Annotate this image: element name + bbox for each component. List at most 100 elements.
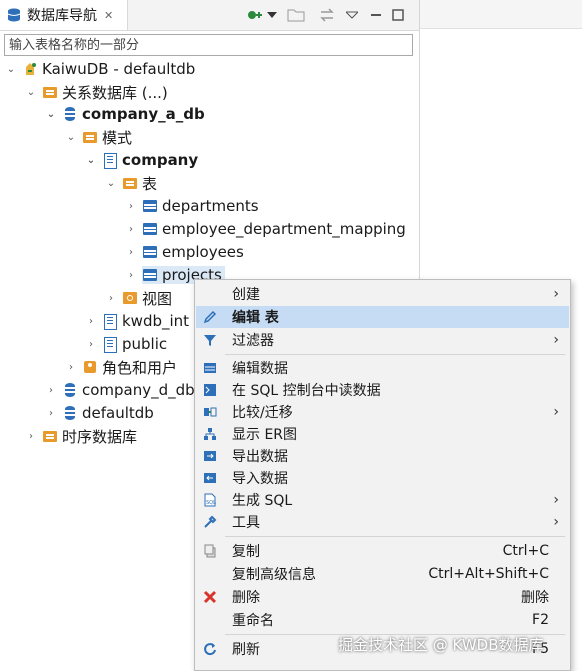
tree-node-defaultdb[interactable]: › defaultdb bbox=[44, 402, 154, 424]
chevron-down-icon[interactable] bbox=[266, 6, 278, 24]
editor-area bbox=[420, 0, 582, 29]
expand-icon[interactable]: › bbox=[89, 315, 93, 327]
compare-icon bbox=[202, 404, 218, 420]
menu-item-label: 在 SQL 控制台中读数据 bbox=[232, 383, 381, 399]
tree-node-table-employees[interactable]: › employees bbox=[124, 241, 244, 263]
tree-node-kwdb-int[interactable]: › kwdb_int bbox=[84, 310, 189, 332]
expand-icon[interactable]: › bbox=[49, 407, 53, 419]
tree-node-schemas[interactable]: ⌄ 模式 bbox=[64, 126, 132, 148]
search-input[interactable] bbox=[4, 34, 413, 56]
tree-node-label: 角色和用户 bbox=[102, 358, 178, 377]
expand-icon[interactable]: › bbox=[129, 269, 133, 281]
link-editor-icon[interactable] bbox=[318, 6, 336, 24]
menu-item-label: 编辑 表 bbox=[232, 310, 279, 326]
expand-icon[interactable]: › bbox=[29, 430, 33, 442]
table-icon bbox=[142, 267, 158, 283]
menu-item-label: 复制高级信息 bbox=[232, 567, 316, 583]
tree-node-table-departments[interactable]: › departments bbox=[124, 195, 259, 217]
menu-item-edit-table[interactable]: 编辑 表 bbox=[196, 306, 569, 328]
menu-item-export-data[interactable]: 导出数据 bbox=[196, 445, 569, 467]
tree-node-table-employee-department-mapping[interactable]: › employee_department_mapping bbox=[124, 218, 406, 240]
delete-icon bbox=[202, 589, 218, 605]
tree-node-tables[interactable]: ⌄ 表 bbox=[104, 172, 157, 194]
menu-item-label: 导出数据 bbox=[232, 449, 288, 465]
export-icon bbox=[202, 448, 218, 464]
menu-item-label: 编辑数据 bbox=[232, 361, 288, 377]
expand-icon[interactable]: ⌄ bbox=[86, 154, 96, 166]
database-icon bbox=[62, 106, 78, 122]
menu-item-show-er-diagram[interactable]: 显示 ER图 bbox=[196, 423, 569, 445]
close-icon[interactable]: ✕ bbox=[104, 8, 114, 22]
database-icon bbox=[62, 382, 78, 398]
tab-database-navigator[interactable]: 数据库导航 ✕ bbox=[0, 0, 128, 30]
tree-node-label: company_a_db bbox=[82, 105, 205, 123]
folder-icon bbox=[42, 428, 58, 444]
menu-item-compare-migrate[interactable]: 比较/迁移 › bbox=[196, 401, 569, 423]
menu-item-create[interactable]: 创建 › bbox=[196, 283, 569, 305]
menu-item-label: 删除 bbox=[232, 590, 260, 606]
tree-node-connection[interactable]: ⌄ KaiwuDB - defaultdb bbox=[4, 58, 196, 80]
new-folder-icon[interactable] bbox=[286, 6, 306, 24]
submenu-arrow-icon: › bbox=[553, 332, 559, 348]
submenu-arrow-icon: › bbox=[553, 514, 559, 530]
submenu-arrow-icon: › bbox=[553, 492, 559, 508]
tree-node-views[interactable]: › 视图 bbox=[104, 287, 172, 309]
menu-item-read-in-sql-console[interactable]: 在 SQL 控制台中读数据 bbox=[196, 379, 569, 401]
expand-icon[interactable]: ⌄ bbox=[66, 131, 76, 143]
expand-icon[interactable]: › bbox=[129, 223, 133, 235]
new-connection-icon[interactable] bbox=[245, 6, 263, 24]
menu-item-label: 创建 bbox=[232, 287, 260, 303]
schema-icon bbox=[102, 336, 118, 353]
expand-icon[interactable]: ⌄ bbox=[46, 108, 56, 120]
table-icon bbox=[142, 198, 158, 214]
folder-icon bbox=[42, 84, 58, 100]
view-menu-icon[interactable] bbox=[345, 6, 359, 24]
menu-item-import-data[interactable]: 导入数据 bbox=[196, 467, 569, 489]
menu-separator bbox=[225, 354, 565, 355]
maximize-icon[interactable] bbox=[391, 6, 405, 24]
menu-item-filter[interactable]: 过滤器 › bbox=[196, 329, 569, 351]
expand-icon[interactable]: › bbox=[109, 292, 113, 304]
menu-item-label: 显示 ER图 bbox=[232, 427, 298, 443]
er-diagram-icon bbox=[202, 426, 218, 442]
menu-item-label: 过滤器 bbox=[232, 333, 274, 349]
tree-node-company-d-db[interactable]: › company_d_db bbox=[44, 379, 195, 401]
minimize-icon[interactable] bbox=[369, 6, 383, 24]
expand-icon[interactable]: › bbox=[129, 200, 133, 212]
expand-icon[interactable]: ⌄ bbox=[106, 177, 116, 189]
tree-node-label: 表 bbox=[142, 174, 158, 193]
menu-item-shortcut: Ctrl+C bbox=[502, 543, 549, 559]
tree-node-company-a-db[interactable]: ⌄ company_a_db bbox=[44, 103, 205, 125]
refresh-icon bbox=[202, 641, 218, 657]
tree-node-label: 视图 bbox=[142, 289, 173, 308]
sql-console-icon bbox=[202, 382, 218, 398]
menu-item-label: 刷新 bbox=[232, 642, 260, 658]
menu-item-edit-data[interactable]: 编辑数据 bbox=[196, 357, 569, 379]
expand-icon[interactable]: › bbox=[129, 246, 133, 258]
menu-item-copy[interactable]: 复制 Ctrl+C bbox=[196, 540, 569, 562]
tree-node-public[interactable]: › public bbox=[84, 333, 167, 355]
tree-node-label: 关系数据库 (...) bbox=[62, 83, 168, 102]
expand-icon[interactable]: › bbox=[89, 338, 93, 350]
svg-text:SQL: SQL bbox=[206, 500, 216, 506]
menu-item-refresh[interactable]: 刷新 F5 bbox=[196, 638, 569, 660]
menu-item-delete[interactable]: 删除 删除 bbox=[196, 586, 569, 608]
expand-icon[interactable]: ⌄ bbox=[26, 86, 36, 98]
menu-item-label: 生成 SQL bbox=[232, 493, 293, 509]
expand-icon[interactable]: › bbox=[49, 384, 53, 396]
menu-item-generate-sql[interactable]: SQL 生成 SQL › bbox=[196, 489, 569, 511]
tree-node-company-schema[interactable]: ⌄ company bbox=[84, 149, 198, 171]
tree-node-label: defaultdb bbox=[82, 404, 154, 422]
expand-icon[interactable]: ⌄ bbox=[6, 63, 16, 75]
expand-icon[interactable]: › bbox=[69, 361, 73, 373]
tab-label: 数据库导航 bbox=[27, 8, 97, 24]
tree-node-label: employees bbox=[162, 243, 244, 261]
tree-node-timeseries-db[interactable]: › 时序数据库 bbox=[24, 425, 137, 447]
tree-node-label: company bbox=[122, 151, 199, 169]
menu-item-shortcut: F5 bbox=[532, 641, 549, 657]
menu-item-copy-advanced[interactable]: 复制高级信息 Ctrl+Alt+Shift+C bbox=[196, 563, 569, 585]
menu-item-rename[interactable]: 重命名 F2 bbox=[196, 609, 569, 631]
tree-node-roles-users[interactable]: › 角色和用户 bbox=[64, 356, 177, 378]
menu-item-tools[interactable]: 工具 › bbox=[196, 511, 569, 533]
tree-node-relational-db[interactable]: ⌄ 关系数据库 (...) bbox=[24, 81, 168, 103]
